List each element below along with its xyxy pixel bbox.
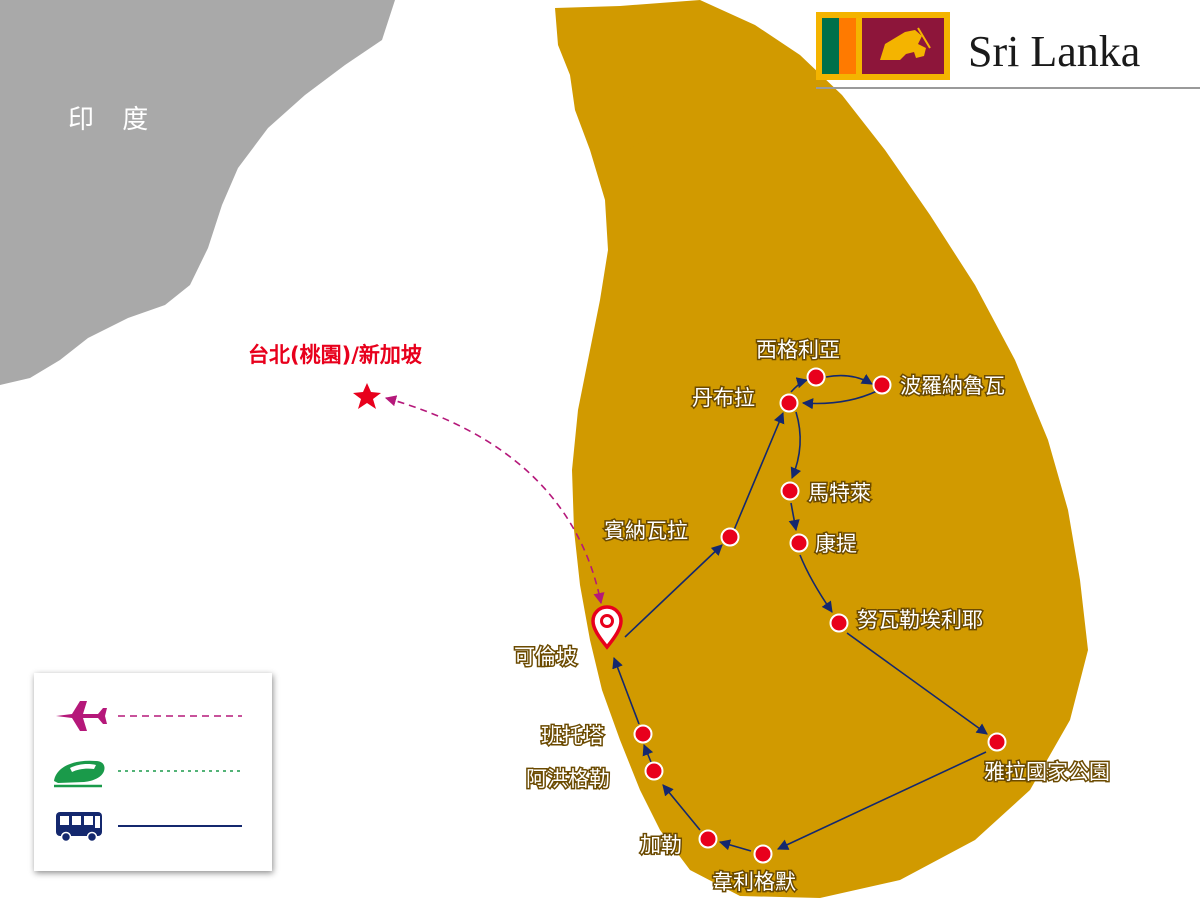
stop-nuwara-eliya[interactable] bbox=[829, 613, 849, 633]
mannar-islet bbox=[585, 88, 660, 150]
bus-route bbox=[612, 374, 988, 852]
stop-yala[interactable] bbox=[987, 732, 1007, 752]
route-weligama-galle bbox=[718, 839, 752, 852]
flight-route bbox=[384, 395, 605, 605]
route-dambulla-matale bbox=[790, 411, 802, 480]
stop-sigiriya[interactable] bbox=[806, 367, 826, 387]
label-matale: 馬特萊 bbox=[808, 481, 871, 505]
route-bentota-colombo bbox=[612, 656, 640, 725]
india-label: 印 度 bbox=[68, 105, 158, 135]
flag-sword bbox=[917, 27, 931, 49]
label-negombo: 賓納瓦拉 bbox=[604, 519, 688, 543]
stop-polonnaruwa[interactable] bbox=[872, 375, 892, 395]
label-ahungalla: 阿洪格勒 bbox=[526, 767, 610, 791]
route-nuwara-eliya-yala bbox=[846, 632, 988, 735]
bus-icon bbox=[56, 812, 102, 843]
label-polonnaruwa: 波羅納魯瓦 bbox=[900, 374, 1005, 398]
airplane-icon bbox=[56, 701, 107, 731]
stop-weligama[interactable] bbox=[753, 844, 773, 864]
legend bbox=[34, 673, 272, 871]
flag-green-stripe bbox=[822, 18, 839, 74]
route-dambulla-sigiriya bbox=[790, 377, 809, 393]
route-ahungalla-bentota bbox=[642, 743, 654, 763]
legend-train bbox=[50, 751, 260, 791]
sri-lanka-island bbox=[555, 0, 1088, 898]
colombo-pin-icon[interactable] bbox=[591, 605, 623, 650]
legend-bus bbox=[50, 806, 260, 846]
jaffna-islet bbox=[558, 10, 610, 55]
india-landmass bbox=[0, 0, 395, 385]
city-labels: 可倫坡 賓納瓦拉 丹布拉 西格利亞 波羅納魯瓦 馬特萊 康提 努瓦勒埃利耶 雅拉… bbox=[513, 337, 1112, 896]
stop-kandy[interactable] bbox=[789, 533, 809, 553]
stop-dambulla[interactable] bbox=[779, 393, 799, 413]
page-title: Sri Lanka bbox=[968, 27, 1140, 76]
label-dambulla: 丹布拉 bbox=[692, 386, 755, 410]
legend-flight bbox=[50, 696, 260, 736]
route-colombo-negombo bbox=[624, 544, 723, 638]
route-galle-ahungalla bbox=[662, 784, 701, 831]
stop-negombo[interactable] bbox=[720, 527, 740, 547]
label-colombo: 可倫坡 bbox=[514, 645, 577, 669]
route-yala-weligama bbox=[776, 751, 987, 850]
route-sigiriya-polonnaruwa bbox=[825, 374, 873, 385]
label-yala: 雅拉國家公園 bbox=[984, 760, 1110, 784]
stop-galle[interactable] bbox=[698, 829, 718, 849]
origin-star-icon bbox=[353, 383, 381, 409]
label-sigiriya: 西格利亞 bbox=[756, 338, 840, 362]
stop-matale[interactable] bbox=[780, 481, 800, 501]
label-galle: 加勒 bbox=[640, 833, 682, 857]
route-matale-kandy bbox=[788, 502, 800, 532]
route-kandy-nuwara-eliya bbox=[799, 554, 833, 613]
origin-label: 台北(桃園)/新加坡 bbox=[248, 343, 422, 367]
route-negombo-dambulla bbox=[733, 411, 785, 531]
route-polonnaruwa-dambulla bbox=[801, 390, 878, 410]
lion-emblem-icon bbox=[880, 30, 926, 60]
label-kandy: 康提 bbox=[815, 532, 857, 556]
flag-orange-stripe bbox=[839, 18, 856, 74]
title-block: Sri Lanka bbox=[816, 12, 1200, 89]
stops bbox=[633, 367, 1007, 864]
train-icon bbox=[54, 760, 105, 788]
label-nuwara-eliya: 努瓦勒埃利耶 bbox=[857, 608, 983, 632]
label-bentota: 班托塔 bbox=[541, 724, 604, 748]
stop-bentota[interactable] bbox=[633, 724, 653, 744]
stop-ahungalla[interactable] bbox=[644, 761, 664, 781]
label-weligama: 韋利格默 bbox=[712, 870, 796, 894]
